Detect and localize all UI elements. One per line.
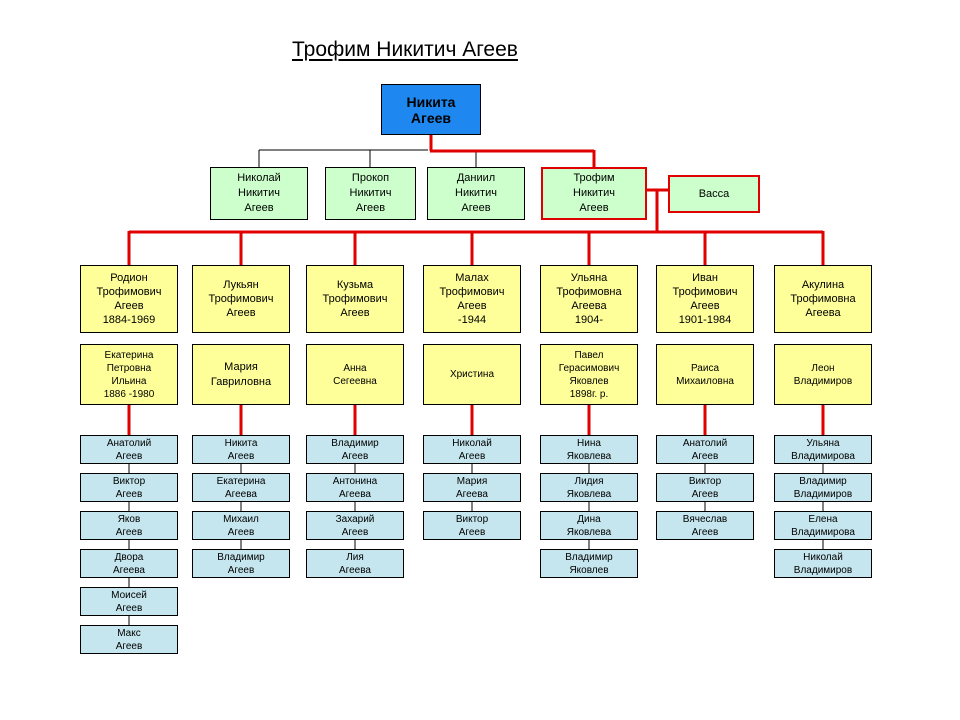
- gen2-node-1-label: Лукьян Трофимович Агеев: [208, 279, 274, 319]
- gen3-node-2-2-label: Захарий Агеев: [335, 513, 375, 538]
- gen3-node-0-1: Виктор Агеев: [80, 473, 178, 502]
- gen2-node-2-label: Кузьма Трофимович Агеев: [322, 279, 388, 319]
- gen3-node-0-3: Двора Агеева: [80, 549, 178, 578]
- gen3-node-0-3-label: Двора Агеева: [113, 551, 145, 576]
- gen3-node-2-0: Владимир Агеев: [306, 435, 404, 464]
- gen2-node-4: Ульяна Трофимовна Агеева 1904-: [540, 265, 638, 333]
- gen2-node-3-label: Малах Трофимович Агеев -1944: [439, 272, 505, 326]
- gen3-node-6-1: Владимир Владимиров: [774, 473, 872, 502]
- gen1-node-0: Николай Никитич Агеев: [210, 167, 308, 220]
- spouse-node-0: Екатерина Петровна Ильина 1886 -1980: [80, 344, 178, 405]
- gen3-node-2-3: Лия Агеева: [306, 549, 404, 578]
- gen3-node-6-3-label: Николай Владимиров: [793, 551, 853, 576]
- gen3-node-1-2: Михаил Агеев: [192, 511, 290, 540]
- gen3-node-3-1: Мария Агеева: [423, 473, 521, 502]
- gen1-node-2-label: Даниил Никитич Агеев: [455, 172, 497, 214]
- gen3-node-0-1-label: Виктор Агеев: [112, 475, 146, 500]
- spouse-node-1-label: Мария Гавриловна: [210, 360, 272, 388]
- gen2-node-5: Иван Трофимович Агеев 1901-1984: [656, 265, 754, 333]
- gen3-node-3-1-label: Мария Агеева: [456, 475, 488, 500]
- gen3-node-5-0-label: Анатолий Агеев: [682, 437, 728, 462]
- gen3-node-1-3: Владимир Агеев: [192, 549, 290, 578]
- gen3-node-2-0-label: Владимир Агеев: [331, 437, 379, 462]
- gen2-node-1: Лукьян Трофимович Агеев: [192, 265, 290, 333]
- spouse-node-3: Христина: [423, 344, 521, 405]
- gen3-node-5-2: Вячеслав Агеев: [656, 511, 754, 540]
- gen2-node-2: Кузьма Трофимович Агеев: [306, 265, 404, 333]
- gen3-node-0-4: Моисей Агеев: [80, 587, 178, 616]
- gen3-node-0-0-label: Анатолий Агеев: [106, 437, 152, 462]
- gen2-node-0-label: Родион Трофимович Агеев 1884-1969: [96, 272, 162, 326]
- gen3-node-3-2-label: Виктор Агеев: [455, 513, 489, 538]
- gen3-node-1-1-label: Екатерина Агеева: [216, 475, 266, 500]
- spouse-node-4: Павел Герасимович Яковлев 1898г. р.: [540, 344, 638, 405]
- gen1-node-1: Прокоп Никитич Агеев: [325, 167, 416, 220]
- gen3-node-4-2-label: Дина Яковлева: [566, 513, 612, 538]
- spouse-node-2-label: Анна Сегеевна: [333, 362, 377, 387]
- spouse-node-0-label: Екатерина Петровна Ильина 1886 -1980: [103, 349, 155, 400]
- spouse-node-5: Раиса Михаиловна: [656, 344, 754, 405]
- gen2-node-5-label: Иван Трофимович Агеев 1901-1984: [672, 272, 738, 326]
- spouse-node-trofim: Васса: [668, 175, 760, 213]
- gen3-node-3-0: Николай Агеев: [423, 435, 521, 464]
- gen3-node-6-1-label: Владимир Владимиров: [793, 475, 853, 500]
- gen3-node-4-0-label: Нина Яковлева: [566, 437, 612, 462]
- spouse-node-2: Анна Сегеевна: [306, 344, 404, 405]
- spouse-node-1: Мария Гавриловна: [192, 344, 290, 405]
- gen3-node-0-2: Яков Агеев: [80, 511, 178, 540]
- root-node: Никита Агеев: [381, 84, 481, 135]
- spouse-node-4-label: Павел Герасимович Яковлев 1898г. р.: [558, 349, 620, 400]
- spouse-node-6-label: Леон Владимиров: [793, 362, 853, 387]
- gen3-node-1-1: Екатерина Агеева: [192, 473, 290, 502]
- gen1-node-2: Даниил Никитич Агеев: [427, 167, 525, 220]
- gen3-node-0-5-label: Макс Агеев: [115, 627, 143, 652]
- spouse-node-3-label: Христина: [449, 369, 495, 380]
- gen1-node-1-label: Прокоп Никитич Агеев: [349, 172, 392, 214]
- gen2-node-6-label: Акулина Трофимовна Агеева: [790, 279, 856, 319]
- gen3-node-0-0: Анатолий Агеев: [80, 435, 178, 464]
- gen3-node-5-1-label: Виктор Агеев: [688, 475, 722, 500]
- gen3-node-4-1-label: Лидия Яковлева: [566, 475, 612, 500]
- gen3-node-2-3-label: Лия Агеева: [339, 551, 371, 576]
- gen1-node-3-label: Трофим Никитич Агеев: [573, 172, 615, 214]
- gen3-node-6-2-label: Елена Владимирова: [791, 513, 855, 538]
- gen3-node-3-0-label: Николай Агеев: [452, 437, 492, 462]
- gen3-node-4-2: Дина Яковлева: [540, 511, 638, 540]
- gen3-node-2-1: Антонина Агеева: [306, 473, 404, 502]
- gen1-node-3: Трофим Никитич Агеев: [541, 167, 647, 220]
- gen3-node-0-5: Макс Агеев: [80, 625, 178, 654]
- gen3-node-5-1: Виктор Агеев: [656, 473, 754, 502]
- gen3-node-2-1-label: Антонина Агеева: [332, 475, 378, 500]
- gen2-node-4-label: Ульяна Трофимовна Агеева 1904-: [556, 272, 622, 326]
- gen3-node-1-2-label: Михаил Агеев: [223, 513, 259, 538]
- gen3-node-5-2-label: Вячеслав Агеев: [682, 513, 728, 538]
- gen2-node-6: Акулина Трофимовна Агеева: [774, 265, 872, 333]
- gen3-node-6-2: Елена Владимирова: [774, 511, 872, 540]
- spouse-node-6: Леон Владимиров: [774, 344, 872, 405]
- gen3-node-2-2: Захарий Агеев: [306, 511, 404, 540]
- gen3-node-4-3-label: Владимир Яковлев: [565, 551, 613, 576]
- gen3-node-1-0: Никита Агеев: [192, 435, 290, 464]
- spouse-node-5-label: Раиса Михаиловна: [676, 362, 734, 387]
- gen3-node-4-3: Владимир Яковлев: [540, 549, 638, 578]
- gen3-node-3-2: Виктор Агеев: [423, 511, 521, 540]
- gen2-node-3: Малах Трофимович Агеев -1944: [423, 265, 521, 333]
- root-node-label: Никита Агеев: [406, 93, 456, 126]
- gen3-node-1-3-label: Владимир Агеев: [217, 551, 265, 576]
- gen3-node-6-0-label: Ульяна Владимирова: [791, 437, 855, 462]
- page-title: Трофим Никитич Агеев: [292, 38, 518, 61]
- gen3-node-6-3: Николай Владимиров: [774, 549, 872, 578]
- gen3-node-5-0: Анатолий Агеев: [656, 435, 754, 464]
- gen3-node-1-0-label: Никита Агеев: [224, 437, 258, 462]
- gen3-node-6-0: Ульяна Владимирова: [774, 435, 872, 464]
- spouse-node-trofim-label: Васса: [698, 187, 730, 200]
- gen3-node-0-4-label: Моисей Агеев: [111, 589, 147, 614]
- gen3-node-0-2-label: Яков Агеев: [115, 513, 143, 538]
- gen3-node-4-0: Нина Яковлева: [540, 435, 638, 464]
- gen1-node-0-label: Николай Никитич Агеев: [237, 172, 281, 214]
- gen3-node-4-1: Лидия Яковлева: [540, 473, 638, 502]
- gen2-node-0: Родион Трофимович Агеев 1884-1969: [80, 265, 178, 333]
